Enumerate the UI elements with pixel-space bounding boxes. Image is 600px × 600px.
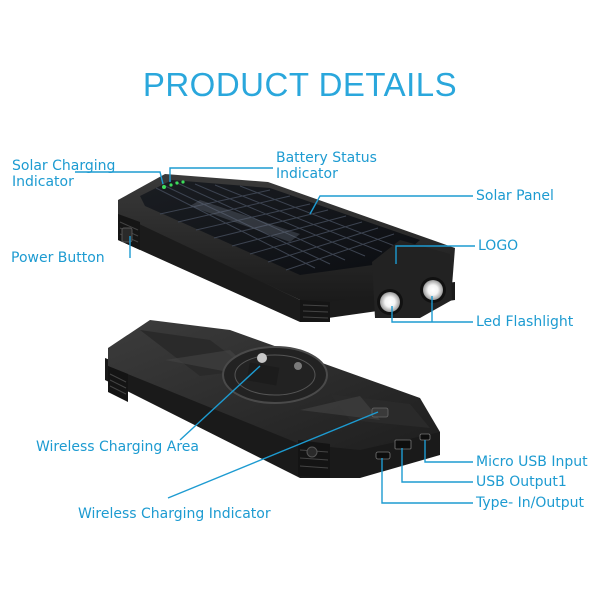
label-led-flashlight: Led Flashlight (476, 314, 574, 330)
label-solar-charging-line2: Indicator (12, 174, 74, 190)
label-power-button: Power Button (11, 250, 105, 266)
label-solar-charging-indicator: Solar Charging Indicator (12, 158, 115, 190)
lower-power-bank (105, 320, 440, 478)
label-solar-panel: Solar Panel (476, 188, 554, 204)
label-battery-status-line2: Indicator (276, 166, 338, 182)
label-battery-status-line1: Battery Status (276, 150, 377, 166)
solar-panel-grid (140, 180, 420, 275)
label-solar-charging-line1: Solar Charging (12, 158, 116, 174)
label-battery-status-indicator: Battery Status Indicator (276, 150, 377, 182)
label-usb-output1: USB Output1 (476, 474, 567, 490)
battery-led-indicator-icon (162, 180, 185, 189)
wireless-charging-coil-icon (222, 346, 328, 404)
label-logo: LOGO (478, 238, 519, 254)
label-type-in-output: Type- In/Output (476, 495, 585, 511)
label-wireless-charging-indicator: Wireless Charging Indicator (78, 506, 271, 522)
label-micro-usb-input: Micro USB Input (476, 454, 588, 470)
callout-lines (75, 167, 475, 504)
label-wireless-charging-area: Wireless Charging Area (36, 439, 199, 455)
page-title: PRODUCT DETAILS (142, 66, 458, 103)
flashlight-led-icon (377, 277, 446, 315)
